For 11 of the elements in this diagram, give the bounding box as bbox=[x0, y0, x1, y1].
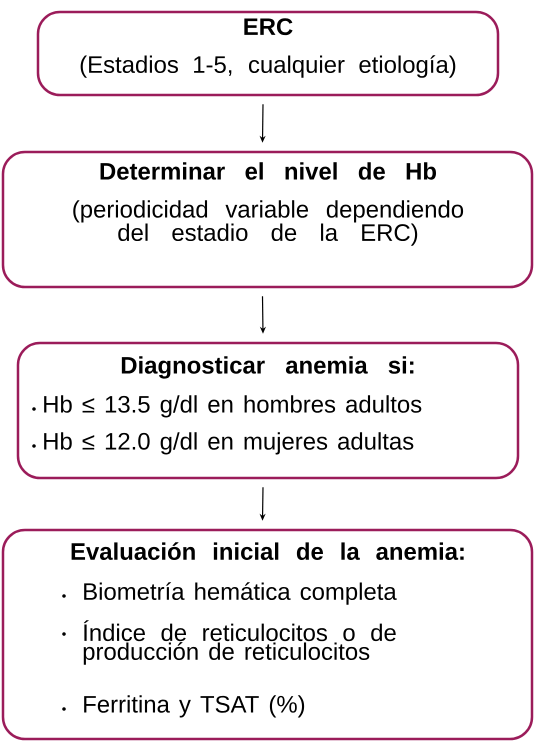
box-heading: Determinar el nivel de Hb bbox=[100, 162, 436, 180]
box-text: (periodicidad variable dependiendo del estadio de la ERC) bbox=[73, 200, 464, 246]
bullet-item: Biometría hemática completa bbox=[84, 582, 397, 605]
bullet-item: Hb ≤ 12.0 g/dl en mujeres adultas bbox=[44, 432, 414, 454]
box-heading: ERC bbox=[244, 18, 293, 36]
bullet-item: Índice de reticulocitos o de producción de reticulocitos bbox=[84, 620, 396, 665]
bullet-item: Ferritina y TSAT (%) bbox=[84, 695, 304, 718]
box-heading: Diagnosticar anemia si: bbox=[122, 356, 414, 379]
bullet-item: Hb ≤ 13.5 g/dl en hombres adultos bbox=[44, 395, 422, 418]
box-heading: Evaluación inicial de la anemia: bbox=[72, 542, 464, 560]
box-text: (Estadios 1-5, cualquier etiología) bbox=[80, 55, 456, 78]
